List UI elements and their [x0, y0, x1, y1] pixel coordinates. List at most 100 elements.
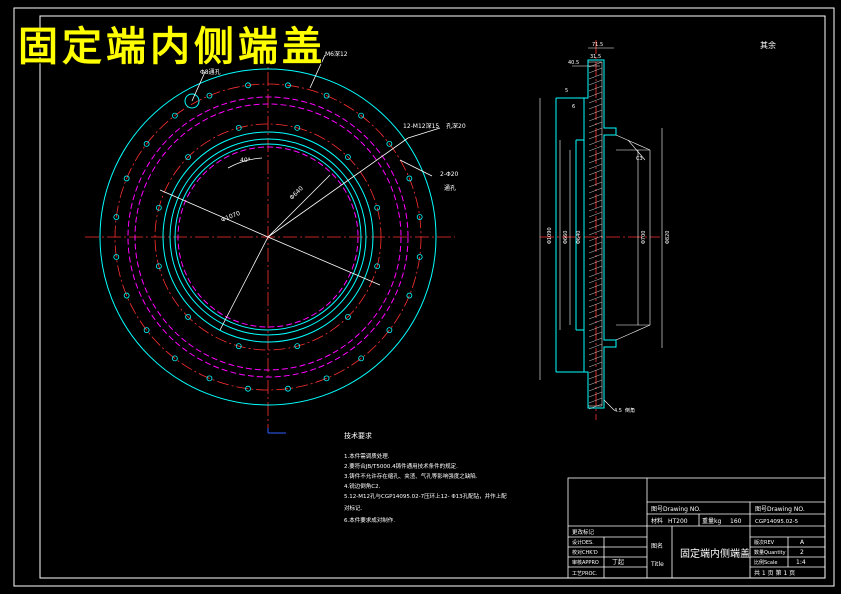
bolt-hole	[171, 112, 178, 119]
tech-line: 5.12-M12孔与CGP14095.02-7压环上12- Φ13孔配钻，并作上…	[344, 492, 507, 500]
inner-ring-2	[169, 138, 367, 336]
hatch-line	[588, 163, 603, 170]
title-block-text: 图号Drawing NO. 图号Drawing NO. 材料 HT200 重量k…	[572, 506, 806, 577]
hatch-line	[588, 103, 603, 110]
lifting-hole	[184, 93, 200, 109]
threaded-hole	[235, 343, 242, 350]
hatch-line	[588, 385, 603, 392]
qty-value: 2	[800, 549, 804, 556]
tech-line: 3.铸件不允许存在缩孔、夹渣、气孔等影响强度之缺陷.	[344, 472, 478, 480]
hole-small-label: Φ8通孔	[200, 68, 221, 76]
outer-frame	[13, 7, 835, 587]
dim-top-c-label: 31.5	[590, 54, 601, 60]
bolt-hole	[245, 82, 251, 89]
d1-label: Φ1090	[547, 227, 553, 244]
inner-ring-1	[162, 131, 374, 343]
bolt-hole	[416, 214, 423, 220]
bore-hidden-circle	[177, 146, 359, 328]
bolt-hole	[285, 385, 291, 392]
hatch-line	[588, 307, 603, 314]
hole-leader	[191, 71, 206, 102]
bolt-hole	[406, 292, 413, 299]
hatch-line	[588, 91, 603, 98]
hatch-line	[588, 73, 603, 80]
hatch-line	[588, 313, 603, 320]
hatch-line	[588, 79, 603, 86]
dim-top-b-label: 40.5	[568, 60, 579, 66]
hatch-line	[588, 319, 603, 326]
tech-line: 2.要符合JB/T5000.4铸件通用技术条件的规定.	[344, 462, 458, 470]
inner-bolt-circle	[154, 123, 382, 351]
bolt-leader-tail	[407, 127, 441, 139]
hatch-line	[588, 397, 603, 404]
bolt-label-extra: 孔深20	[446, 122, 466, 130]
outer-flange-circle	[99, 68, 437, 406]
bolt-hole	[323, 375, 330, 382]
bolt-hole	[143, 327, 150, 334]
section-inner	[588, 61, 603, 407]
hatch-line	[588, 211, 603, 218]
material-value: HT200	[668, 518, 688, 525]
row-chk: 校对CHK'D	[572, 549, 598, 556]
threaded-hole	[235, 124, 242, 131]
recess-circle-outer	[127, 96, 409, 378]
chamfer-label: C3	[636, 156, 643, 162]
hatch-line	[588, 133, 603, 140]
front-view: Φ8通孔 M6深12 12-M12深15 孔深20 2-Φ20 通孔 40° Φ…	[85, 50, 466, 434]
rev-value: A	[800, 539, 805, 546]
sheet-label: 共 1 页 第 1 页	[754, 569, 795, 577]
bolt-hole	[358, 355, 365, 362]
hatch-line	[588, 109, 603, 116]
hatch-line	[588, 367, 603, 374]
d2-label: Φ660	[563, 231, 569, 244]
hatch-line	[588, 253, 603, 260]
rev-label: 版次REV	[754, 539, 775, 546]
hatch-line	[588, 403, 603, 410]
change-label: 更改标记	[572, 528, 595, 536]
hatch-line	[588, 379, 603, 386]
hatch-line	[588, 223, 603, 230]
hatch-line	[588, 139, 603, 146]
inner-ring-3	[174, 143, 362, 331]
hatch-line	[588, 157, 603, 164]
pin-note: 通孔	[444, 184, 456, 192]
threaded-hole	[155, 204, 162, 211]
title-block	[567, 477, 826, 579]
hatch-line	[588, 205, 603, 212]
threaded-hole	[374, 204, 381, 211]
dia-inner-label: Φ640	[288, 185, 305, 202]
section-outline	[583, 59, 617, 409]
bolt-hole	[416, 254, 423, 260]
chamfer-leader	[627, 139, 646, 161]
dim-step-a-label: 5	[565, 88, 568, 94]
drawing-no-label: 图号Drawing NO.	[651, 506, 701, 513]
drawing-no-value: CGP14095.02-5	[755, 519, 799, 525]
row-proc: 工艺PROC.	[572, 571, 598, 577]
bolt-hole	[206, 92, 213, 99]
hatch-line	[588, 295, 603, 302]
tech-line: 对标记.	[344, 504, 363, 512]
hatch-line	[588, 175, 603, 182]
tech-line: 6.本件要求成对制作.	[344, 516, 395, 524]
thread-label: M6深12	[325, 50, 348, 58]
hatch-line	[588, 127, 603, 134]
hatch-line	[588, 391, 603, 398]
bolt-hole	[386, 140, 393, 147]
outer-bolt-holes	[113, 82, 423, 392]
hatch-line	[588, 145, 603, 152]
bolt-hole	[406, 175, 413, 182]
weight-value: 160	[730, 518, 742, 525]
tech-line: 1.本件需调质处理.	[344, 452, 390, 460]
bolt-hole	[113, 214, 120, 220]
part-name-en: Title	[650, 561, 664, 568]
hatch-line	[588, 259, 603, 266]
threaded-hole	[185, 314, 191, 320]
bolt-hole	[358, 112, 365, 119]
bolt-hole	[143, 140, 150, 147]
bolt-hole	[245, 385, 251, 392]
hatch-line	[588, 169, 603, 176]
bottom-leader	[603, 399, 615, 411]
side-section-view: 71.5 40.5 31.5 5 6 C3 Φ1090 Φ660 Φ640 Φ7…	[539, 40, 671, 420]
hatch-line	[588, 361, 603, 368]
hatch-line	[588, 301, 603, 308]
